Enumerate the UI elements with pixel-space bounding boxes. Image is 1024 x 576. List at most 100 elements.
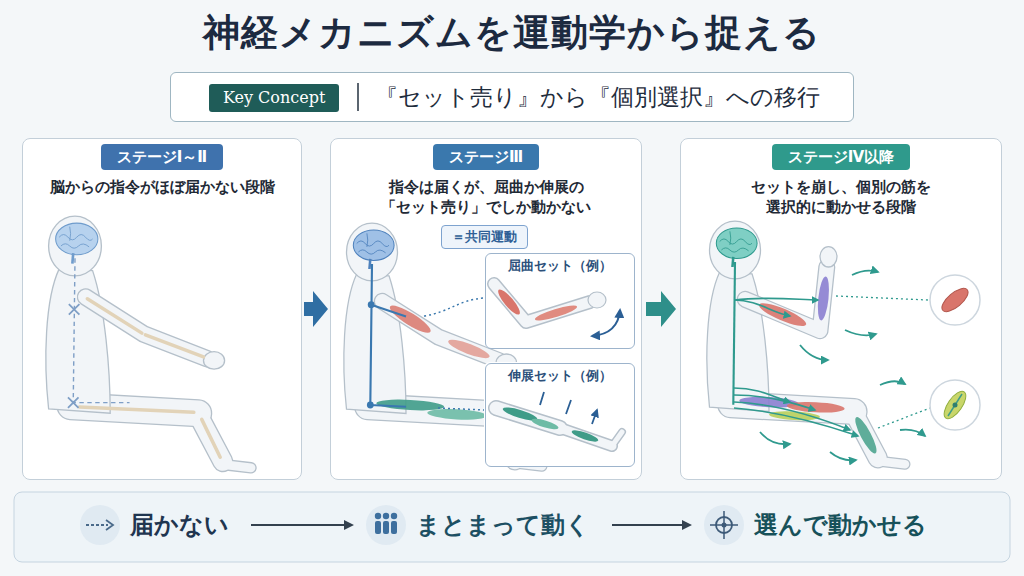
term-tag: ＝共同運動 — [441, 225, 528, 249]
panel-grounds — [14, 492, 1010, 562]
step-icons — [383, 521, 389, 534]
muscle-zoom — [938, 284, 972, 315]
extension-leg — [571, 428, 600, 444]
leader-lines — [424, 298, 484, 410]
term-label: ＝共同運動 — [452, 228, 517, 246]
extension-leg — [560, 428, 612, 446]
extension-leg — [531, 417, 560, 432]
leader-lines — [424, 298, 484, 316]
flow-arrow — [612, 520, 692, 530]
summary-step: 届かない — [76, 502, 243, 548]
seated-figure — [357, 233, 389, 254]
seated-figure — [68, 304, 79, 408]
step-icons — [704, 505, 744, 545]
step-icons — [106, 520, 113, 530]
seated-figure — [720, 231, 752, 252]
seated-figure — [353, 230, 394, 261]
seated-figure — [56, 223, 98, 255]
flow-arrow — [646, 291, 676, 327]
nerve-branches — [734, 298, 818, 300]
muscle-zoom — [836, 296, 928, 300]
flexion-arm — [494, 284, 620, 336]
summary-step: まとまって動く — [362, 502, 604, 548]
seated-figure — [733, 262, 735, 405]
inset-title: 屈曲セット（例） — [486, 257, 634, 274]
step-icons — [366, 505, 406, 545]
seated-figure — [59, 227, 92, 249]
step-label: 届かない — [130, 502, 229, 548]
stage-label: ステージⅣ以降 — [772, 144, 910, 170]
muscle-zoom — [836, 275, 980, 430]
nerve-branches — [734, 402, 850, 430]
step-icons — [383, 513, 389, 519]
flow-arrow — [304, 291, 328, 327]
muscle-zoom — [940, 388, 970, 422]
muscle-zoom — [930, 275, 980, 325]
seated-figure — [86, 297, 207, 359]
flexion-arm — [534, 303, 578, 324]
seated-figure — [387, 301, 434, 336]
muscle-zoom — [953, 403, 958, 408]
example-inset: 屈曲セット（例） — [485, 253, 635, 349]
concept-bar: 『セット売り』から『個別選択』への移行Key Concept — [170, 72, 854, 122]
extension-leg — [612, 432, 622, 446]
step-icons — [710, 511, 738, 539]
flow-arrow — [251, 520, 354, 530]
leader-lines — [438, 408, 484, 410]
seated-figure — [46, 216, 251, 468]
stage-label: ステージⅠ～Ⅱ — [101, 144, 223, 170]
page-title: 神経メカニズムを運動学から捉える — [0, 0, 1024, 55]
step-label: 選んで動かせる — [754, 502, 927, 548]
seated-figure — [46, 216, 251, 468]
seated-figure — [707, 221, 905, 464]
stage-panel: ステージⅣ以降セットを崩し、個別の筋を 選択的に動かせる段階 — [680, 138, 1002, 480]
flexion-arm — [592, 310, 620, 336]
inset-grounds — [484, 362, 634, 466]
flexion-arm — [588, 292, 606, 308]
seated-figure — [382, 301, 499, 361]
seated-figure — [79, 299, 220, 457]
motion-arrows — [800, 345, 828, 360]
seated-figure — [203, 352, 224, 370]
seated-figure — [86, 297, 207, 359]
nerve-branches — [734, 408, 858, 436]
step-icons — [391, 521, 397, 534]
seated-figure — [816, 276, 831, 321]
stage-panel: ステージⅠ～Ⅱ 脳からの指令がほぼ届かない段階 — [22, 138, 302, 480]
extension-leg — [496, 392, 622, 446]
stage-label: ステージⅢ — [433, 144, 539, 170]
seated-figure — [427, 408, 487, 421]
step-icons — [80, 505, 120, 545]
step-icons — [86, 524, 108, 526]
seated-figure — [820, 247, 837, 267]
extension-leg — [560, 428, 612, 446]
motion-arrows — [880, 381, 905, 385]
motion-arrows — [852, 271, 878, 275]
step-icons — [375, 513, 381, 519]
seated-figure — [370, 264, 406, 407]
nerve-branches — [734, 300, 790, 316]
step-label: まとまって動く — [416, 502, 590, 548]
muscle-zoom — [930, 380, 980, 430]
stage-description: 指令は届くが、屈曲か伸展の 「セット売り」でしか動かない — [331, 177, 641, 217]
seated-figure — [707, 221, 905, 464]
example-inset: 伸展セット（例） — [485, 363, 635, 467]
seated-figure — [73, 258, 129, 402]
motion-arrows — [900, 430, 925, 436]
panel-grounds — [14, 138, 1010, 562]
panel-grounds — [22, 138, 302, 480]
summary-step: 選んで動かせる — [700, 502, 941, 548]
flexion-arm — [495, 287, 522, 317]
motion-arrows — [845, 330, 876, 335]
step-icons — [391, 513, 397, 519]
panel-grounds — [330, 138, 642, 480]
extension-leg — [612, 432, 622, 446]
stage-description: 脳からの指令がほぼ届かない段階 — [23, 177, 301, 197]
badge-label: Key Concept — [223, 87, 325, 109]
step-icons — [722, 523, 727, 528]
motion-arrows — [830, 452, 856, 460]
key-badge: Key Concept — [209, 84, 339, 112]
seated-figure — [367, 402, 374, 409]
nerve-branches — [734, 298, 858, 436]
